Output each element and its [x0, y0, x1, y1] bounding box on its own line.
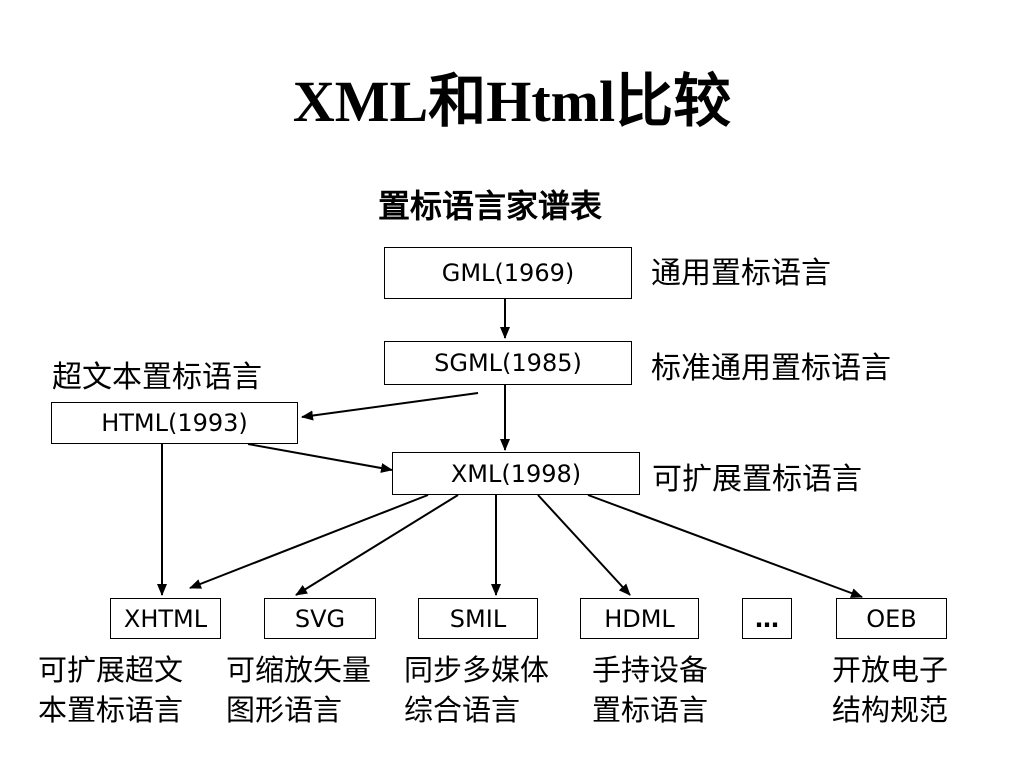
label-svg-line1: 可缩放矢量 — [226, 653, 372, 687]
node-svg: SVG — [264, 598, 376, 639]
label-xml: 可扩展置标语言 — [652, 462, 862, 497]
label-gml: 通用置标语言 — [651, 256, 831, 291]
label-smil-line2: 综合语言 — [404, 693, 521, 727]
label-xhtml-line2: 本置标语言 — [38, 693, 184, 727]
arrow-xml-to-svg — [295, 494, 459, 596]
node-xml: XML(1998) — [392, 452, 640, 495]
diagram-title: 置标语言家谱表 — [377, 187, 602, 225]
node-gml: GML(1969) — [384, 247, 632, 299]
arrow-sgml-to-html — [301, 392, 479, 421]
label-html: 超文本置标语言 — [52, 360, 262, 395]
node-smil: SMIL — [418, 598, 538, 639]
arrow-xml-to-hdml — [537, 494, 631, 596]
slide-title: XML和Html比较 — [292, 69, 732, 134]
node-hdml: HDML — [580, 598, 699, 639]
node-html: HTML(1993) — [51, 402, 298, 444]
label-oeb-line2: 结构规范 — [832, 693, 949, 727]
arrow-html-to-xml — [247, 443, 393, 473]
node-sgml: SGML(1985) — [384, 341, 632, 385]
label-svg-line2: 图形语言 — [226, 693, 343, 727]
label-xhtml-line1: 可扩展超文 — [38, 653, 184, 687]
arrow-xml-to-oeb — [587, 494, 863, 598]
label-smil-line1: 同步多媒体 — [404, 653, 550, 687]
label-hdml-line1: 手持设备 — [592, 653, 709, 687]
arrow-xml-to-xhtml — [189, 494, 429, 589]
node-oeb: OEB — [836, 598, 947, 639]
node-xhtml: XHTML — [110, 598, 221, 639]
label-sgml: 标准通用置标语言 — [651, 351, 891, 386]
node-more: … — [742, 598, 792, 639]
label-hdml-line2: 置标语言 — [592, 693, 709, 727]
label-oeb-line1: 开放电子 — [832, 653, 949, 687]
